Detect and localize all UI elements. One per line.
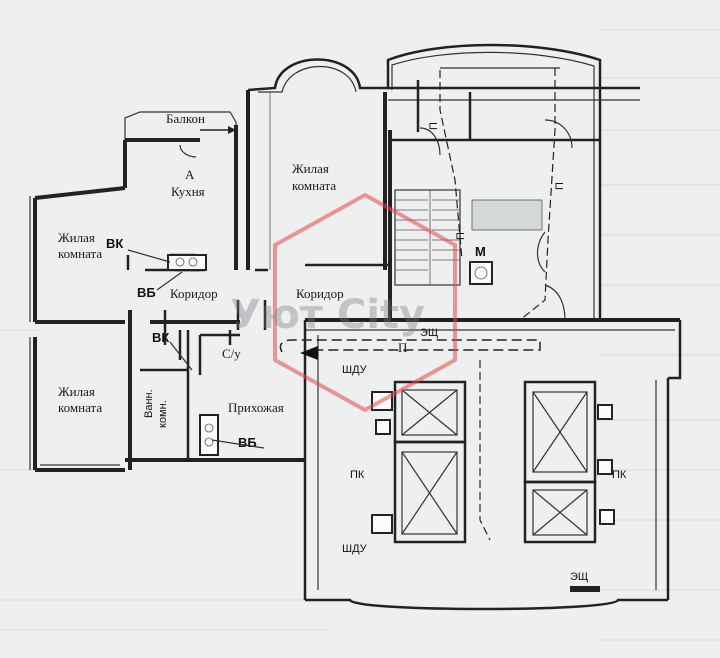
watermark-text: Уют City xyxy=(230,292,425,338)
label-balcony: Балкон xyxy=(166,111,205,126)
label-shdu-bottom: ШДУ xyxy=(342,543,368,555)
label-vk-top: ВК xyxy=(106,236,123,251)
label-point-a: А xyxy=(185,167,195,182)
label-vb-left: ВБ xyxy=(137,285,156,300)
apartment-walls xyxy=(29,58,388,472)
label-pk-left: ПК xyxy=(350,469,365,481)
label-ii-1: П xyxy=(428,122,440,130)
label-ii-3: П xyxy=(554,182,566,190)
label-living-top-2: комната xyxy=(292,178,336,193)
label-shdu-top: ШДУ xyxy=(342,364,368,376)
label-living-bottom-1: Жилая xyxy=(58,384,95,399)
room-labels: Балкон А Кухня Жилая комната Жилая комна… xyxy=(58,111,627,583)
label-living-bottom-2: комната xyxy=(58,400,102,415)
label-eshch-bottom: ЭЩ xyxy=(570,571,588,583)
label-eshch-top: ЭЩ xyxy=(420,327,438,339)
evacuation-arrow-icon xyxy=(300,346,318,360)
label-corridor-right: Коридор xyxy=(296,286,344,301)
label-kitchen: Кухня xyxy=(171,184,205,199)
label-hallway: Прихожая xyxy=(228,400,284,415)
interior-walls xyxy=(35,253,390,470)
label-pk-right: ПК xyxy=(612,469,627,481)
label-ii-2: П xyxy=(455,232,467,240)
watermark: Уют City xyxy=(230,192,457,413)
background-grid xyxy=(0,29,720,641)
label-vb-bottom: ВБ xyxy=(238,435,257,450)
label-bath-1: Ванн. xyxy=(143,389,155,418)
label-living-top-1: Жилая xyxy=(292,161,329,176)
label-wc: С/у xyxy=(222,346,241,361)
label-living-left-2: комната xyxy=(58,246,102,261)
label-vk-mid: ВК xyxy=(152,330,169,345)
label-p: П xyxy=(398,340,407,355)
label-living-left-1: Жилая xyxy=(58,230,95,245)
label-m: М xyxy=(475,244,486,259)
label-bath-2: комн. xyxy=(157,400,169,428)
label-corridor-left: Коридор xyxy=(170,286,218,301)
